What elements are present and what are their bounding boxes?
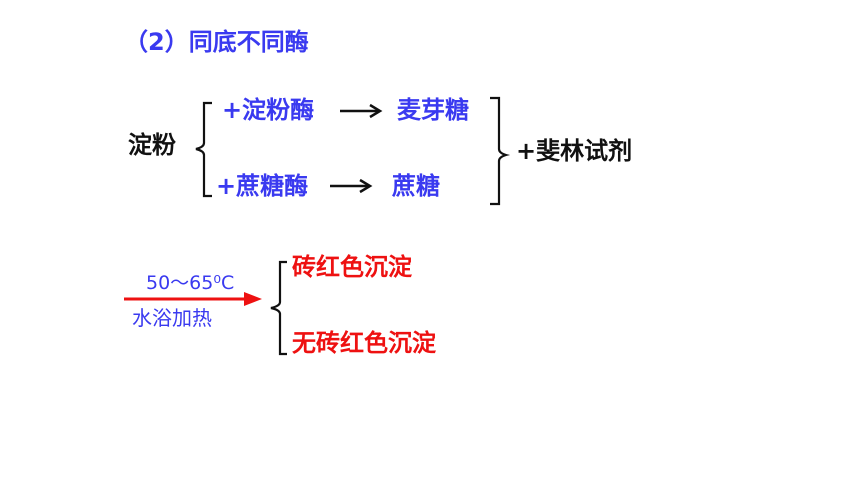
result-positive: 砖红色沉淀 [292, 253, 412, 281]
enzyme-label-sucrase: +蔗糖酶 [216, 172, 309, 200]
red-arrow-icon [124, 292, 262, 306]
arrow-right-icon [330, 178, 373, 194]
substrate-label: 淀粉 [128, 131, 176, 159]
product-label-maltose: 麦芽糖 [397, 96, 469, 124]
right-brace [490, 96, 511, 206]
result-brace [270, 260, 287, 356]
arrow-right-icon [340, 103, 383, 119]
left-brace [195, 101, 212, 198]
enzyme-label-amylase: +淀粉酶 [222, 96, 315, 124]
result-negative: 无砖红色沉淀 [292, 329, 436, 357]
product-label-sucrose: 蔗糖 [392, 172, 440, 200]
reagent-label: +斐林试剂 [516, 137, 633, 165]
condition-method: 水浴加热 [132, 306, 212, 330]
condition-temperature: 50～65⁰C [146, 272, 235, 294]
page-title: （2）同底不同酶 [124, 28, 309, 56]
